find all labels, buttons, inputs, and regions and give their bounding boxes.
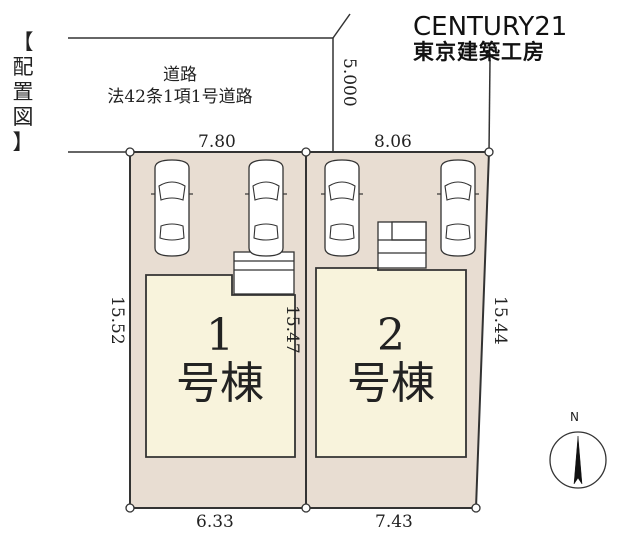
dimension-top-right: 8.06 <box>374 132 412 152</box>
entrance-steps-1 <box>233 251 295 295</box>
dimension-middle: 15.47 <box>282 305 302 354</box>
layout-plan-label: 【 配 置 図 】 <box>10 30 36 155</box>
north-compass-icon <box>549 431 607 489</box>
road-boundary-diagonal <box>332 13 351 39</box>
label-char-3: 図 <box>12 105 34 129</box>
dimension-right-side: 15.44 <box>490 296 510 345</box>
compass-north-label: N <box>570 410 579 424</box>
building-1-label: 1 号棟 <box>160 312 280 408</box>
building-2-number: 2 <box>377 310 405 361</box>
dimension-bottom-right: 7.43 <box>375 512 413 532</box>
label-char-2: 置 <box>12 80 34 104</box>
building-1-footprint <box>145 274 296 458</box>
road-type: 法42条1項1号道路 <box>107 87 253 107</box>
bracket-close: 】 <box>12 130 34 154</box>
car-icon-2 <box>245 159 287 257</box>
car-icon-3 <box>321 159 363 257</box>
road-width-dimension: 5.000 <box>339 58 359 107</box>
dimension-top-left: 7.80 <box>198 132 236 152</box>
brand-subtitle: 東京建築工房 <box>413 40 545 64</box>
brand-logo: CENTURY21 東京建築工房 <box>413 14 567 64</box>
road-label: 道路 法42条1項1号道路 <box>70 64 290 108</box>
building-1-number: 1 <box>206 310 234 361</box>
road-title: 道路 <box>163 65 197 85</box>
building-2-label: 2 号棟 <box>331 312 451 408</box>
entrance-steps-2 <box>377 221 427 269</box>
bracket-open: 【 <box>12 30 34 54</box>
car-icon-4 <box>437 159 479 257</box>
dimension-left-side: 15.52 <box>107 296 127 345</box>
label-char-1: 配 <box>12 55 34 79</box>
boundary-markers <box>125 147 494 513</box>
building-2-suffix: 号棟 <box>347 358 435 409</box>
car-icon-1 <box>151 159 193 257</box>
building-1-suffix: 号棟 <box>176 358 264 409</box>
dimension-bottom-left: 6.33 <box>196 512 234 532</box>
road-boundary-right <box>488 59 491 153</box>
brand-name: CENTURY21 <box>413 12 568 42</box>
